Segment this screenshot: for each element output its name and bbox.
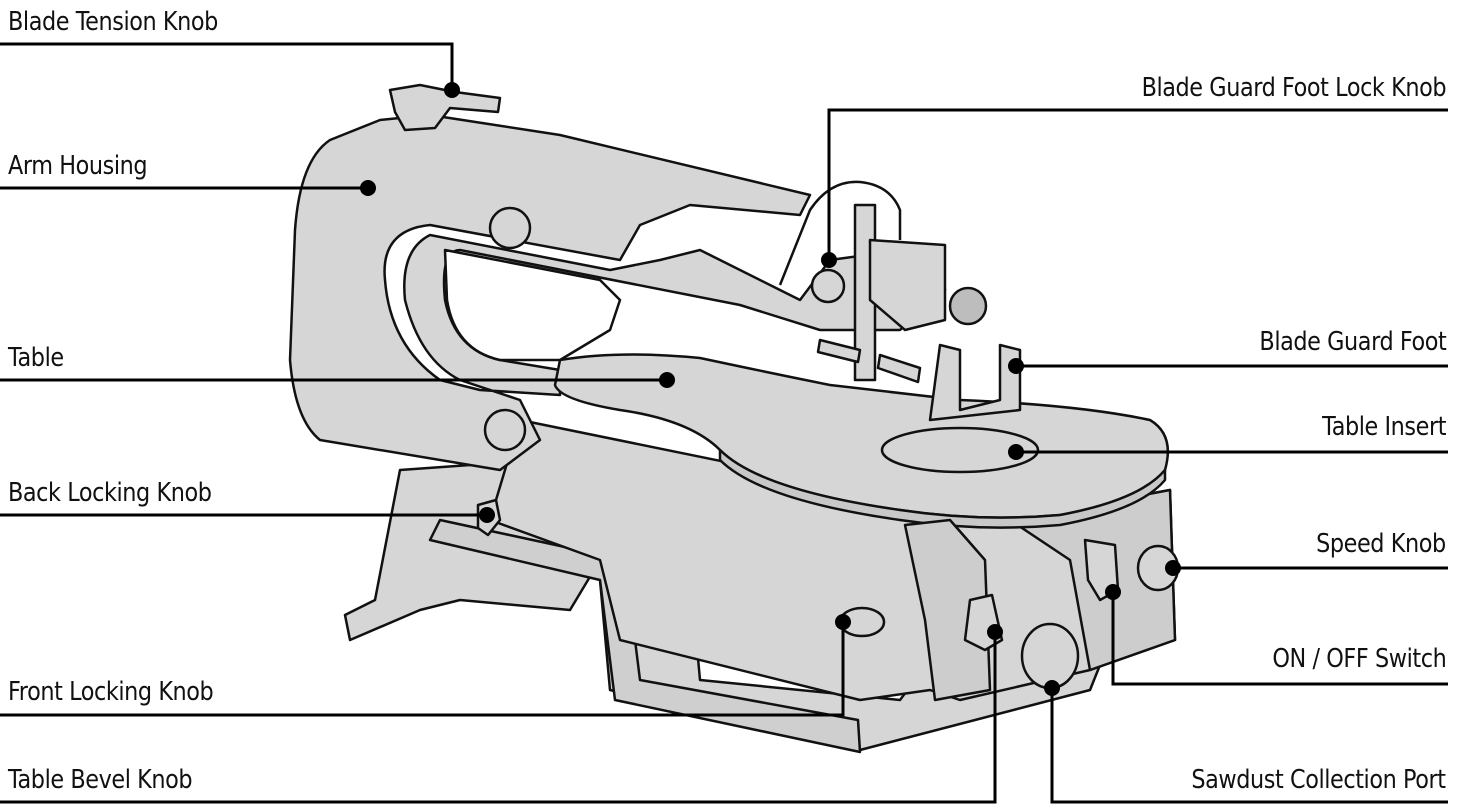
label-table-bevel-knob: Table Bevel Knob: [8, 765, 193, 795]
handle-right: [876, 353, 922, 384]
blade-tension-knob-shape: [388, 83, 502, 132]
blade-guard-head: [868, 238, 947, 332]
arm-opening: [443, 248, 622, 362]
leader-sawdust-collection-port: [1050, 688, 1448, 804]
dot-blade-tension-knob: [444, 82, 460, 98]
label-table: Table: [8, 343, 64, 373]
guard-knob-right: [948, 286, 988, 326]
leader-front-locking-knob: [0, 622, 845, 717]
label-arm-housing: Arm Housing: [8, 151, 148, 181]
dot-back-locking-knob: [479, 507, 495, 523]
label-sawdust-collection-port: Sawdust Collection Port: [1191, 765, 1447, 795]
table-edge: [718, 448, 1167, 529]
handle-left: [816, 338, 862, 364]
dot-speed-knob: [1165, 560, 1181, 576]
dot-blade-guard-foot-lock-knob: [821, 252, 837, 268]
sawdust-port-shape: [1020, 622, 1080, 690]
label-speed-knob: Speed Knob: [1316, 529, 1446, 559]
label-front-locking-knob: Front Locking Knob: [8, 677, 214, 707]
blade-guard-hose: [778, 180, 902, 286]
label-blade-guard-foot: Blade Guard Foot: [1259, 327, 1446, 357]
leader-blade-tension-knob: [0, 42, 454, 90]
label-blade-guard-foot-lock-knob: Blade Guard Foot Lock Knob: [1141, 73, 1446, 103]
table-insert-shape: [880, 426, 1040, 474]
leader-blade-guard-foot-lock-knob: [827, 108, 1448, 260]
foot-lock-knob-shape: [810, 268, 846, 304]
label-back-locking-knob: Back Locking Knob: [8, 478, 212, 508]
base-front-panel: [428, 518, 862, 754]
label-table-insert: Table Insert: [1322, 412, 1446, 442]
dot-table-bevel-knob: [987, 624, 1003, 640]
arm-cap-upper: [488, 206, 532, 250]
blade-guard-foot-shape: [928, 343, 1022, 422]
arm-housing: [288, 113, 947, 472]
dot-on-off-switch: [1105, 584, 1121, 600]
arm-cap-lower: [483, 408, 527, 452]
dot-front-locking-knob: [835, 614, 851, 630]
label-on-off-switch: ON / OFF Switch: [1272, 644, 1446, 674]
label-blade-tension-knob: Blade Tension Knob: [8, 7, 218, 37]
dot-arm-housing: [360, 180, 376, 196]
bevel-bracket: [903, 518, 992, 702]
leader-on-off-switch: [1111, 592, 1448, 686]
dot-blade-guard-foot: [1008, 358, 1024, 374]
leader-table-bevel-knob: [0, 632, 997, 804]
dot-table-insert: [1008, 444, 1024, 460]
dot-table: [659, 372, 675, 388]
dot-sawdust-collection-port: [1044, 680, 1060, 696]
